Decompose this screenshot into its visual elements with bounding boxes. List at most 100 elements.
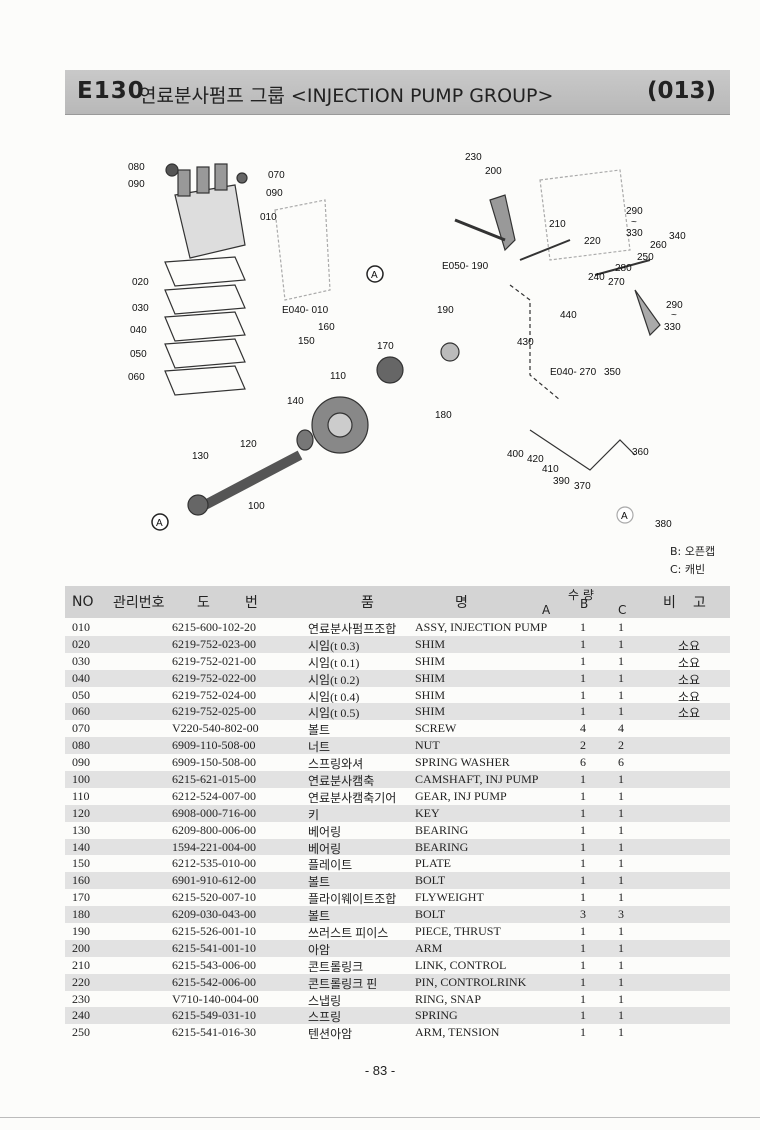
callout: 070 bbox=[268, 170, 285, 181]
callout: 220 bbox=[584, 236, 601, 247]
col-drawing-1: 도 bbox=[197, 595, 210, 611]
cell-qty-b: 1 bbox=[580, 704, 586, 719]
cell-name-en: ARM, TENSION bbox=[415, 1025, 500, 1040]
cell-qty-c: 1 bbox=[618, 991, 624, 1006]
cell-name-kr: 콘트롤링크 bbox=[308, 959, 364, 974]
cell-qty-b: 1 bbox=[580, 890, 586, 905]
cell-no: 110 bbox=[72, 788, 90, 803]
cell-no: 240 bbox=[72, 1008, 90, 1023]
cell-qty-c: 1 bbox=[618, 670, 624, 685]
cell-qty-c: 3 bbox=[618, 907, 624, 922]
cell-name-en: BOLT bbox=[415, 873, 446, 888]
reference-mark: A bbox=[156, 518, 163, 529]
cell-part-number: 6212-535-010-00 bbox=[172, 856, 256, 871]
cell-name-kr: 시임(t 0.4) bbox=[308, 689, 360, 704]
cell-part-number: 6215-600-102-20 bbox=[172, 620, 256, 634]
cell-part-number: 6215-549-031-10 bbox=[172, 1008, 256, 1023]
cell-qty-c: 1 bbox=[618, 1025, 624, 1040]
cell-qty-c: 1 bbox=[618, 805, 624, 820]
note-c: C: 캐빈 bbox=[670, 563, 706, 576]
cell-name-kr: 베어링 bbox=[308, 841, 342, 856]
callout: 050 bbox=[130, 349, 147, 360]
cell-part-number: 6219-752-023-00 bbox=[172, 636, 256, 651]
callout: 290 bbox=[666, 300, 683, 311]
cell-name-en: SHIM bbox=[415, 636, 446, 651]
callout: 120 bbox=[240, 439, 257, 450]
cell-qty-b: 1 bbox=[580, 1008, 586, 1023]
governor-linkage-drawing bbox=[454, 194, 661, 471]
cell-part-number: 6215-526-001-10 bbox=[172, 924, 256, 939]
cell-part-number: 1594-221-004-00 bbox=[172, 839, 256, 854]
cell-qty-c: 1 bbox=[618, 1008, 624, 1023]
table-header: NO 관리번호 도 번 품 명 수 량 A B C 비 고 bbox=[65, 586, 730, 618]
reference-mark: A bbox=[371, 270, 378, 281]
cell-remark: 소요 bbox=[678, 706, 701, 721]
callout: 260 bbox=[650, 240, 667, 251]
cell-name-en: SHIM bbox=[415, 653, 446, 668]
cell-no: 180 bbox=[72, 907, 90, 922]
callout: 390 bbox=[553, 476, 570, 487]
callout: 110 bbox=[330, 371, 346, 382]
camshaft-gear-drawing bbox=[187, 342, 460, 516]
callout: 130 bbox=[192, 451, 209, 462]
cell-name-kr: 콘트롤링크 핀 bbox=[308, 976, 378, 991]
callout: 020 bbox=[132, 277, 149, 288]
callout: ~ bbox=[671, 310, 677, 321]
cell-qty-c: 1 bbox=[618, 839, 624, 854]
cell-qty-b: 1 bbox=[580, 670, 586, 685]
cell-part-number: 6219-752-025-00 bbox=[172, 704, 256, 719]
cell-name-kr: 키 bbox=[308, 807, 320, 822]
col-qty-c: C bbox=[618, 603, 627, 617]
diagram-svg: 080 090 070 090 010 020 030 040 050 060 … bbox=[128, 152, 686, 531]
callout: 200 bbox=[485, 166, 502, 177]
section-code: E130 bbox=[77, 78, 145, 104]
cell-name-kr: 아암 bbox=[308, 942, 331, 957]
callout: 030 bbox=[132, 303, 149, 314]
reference-marks: A A A bbox=[151, 265, 634, 531]
cell-part-number: 6215-520-007-10 bbox=[172, 890, 256, 905]
cell-no: 090 bbox=[72, 755, 90, 770]
section-page-code: (013) bbox=[646, 78, 716, 104]
cell-part-number: V710-140-004-00 bbox=[172, 991, 259, 1006]
cell-no: 080 bbox=[72, 738, 90, 753]
callout: 380 bbox=[655, 519, 672, 530]
cell-name-en: SCREW bbox=[415, 721, 457, 736]
cell-qty-c: 1 bbox=[618, 687, 624, 702]
callout: 140 bbox=[287, 396, 304, 407]
cell-name-en: ASSY, INJECTION PUMP bbox=[415, 620, 548, 634]
callout: 180 bbox=[435, 410, 452, 421]
cell-name-en: BOLT bbox=[415, 907, 446, 922]
callout: 340 bbox=[669, 231, 686, 242]
callout: 400 bbox=[507, 449, 524, 460]
cell-qty-c: 1 bbox=[618, 856, 624, 871]
cell-name-en: SHIM bbox=[415, 687, 446, 702]
callout: 440 bbox=[560, 310, 577, 321]
col-qty-a: A bbox=[542, 603, 551, 617]
cell-qty-c: 1 bbox=[618, 620, 624, 634]
cell-remark: 소요 bbox=[678, 672, 701, 687]
cell-qty-b: 1 bbox=[580, 653, 586, 668]
cell-qty-b: 1 bbox=[580, 805, 586, 820]
cell-no: 210 bbox=[72, 957, 90, 972]
housing-outline-drawing bbox=[274, 169, 631, 301]
callout: 210 bbox=[549, 219, 566, 230]
cell-part-number: 6219-752-021-00 bbox=[172, 653, 256, 668]
cell-qty-c: 1 bbox=[618, 957, 624, 972]
cell-part-number: 6215-541-016-30 bbox=[172, 1025, 256, 1040]
exploded-parts-diagram: 080 090 070 090 010 020 030 040 050 060 … bbox=[60, 140, 740, 540]
col-mgmt: 관리번호 bbox=[113, 595, 165, 611]
cell-part-number: 6908-000-716-00 bbox=[172, 805, 256, 820]
